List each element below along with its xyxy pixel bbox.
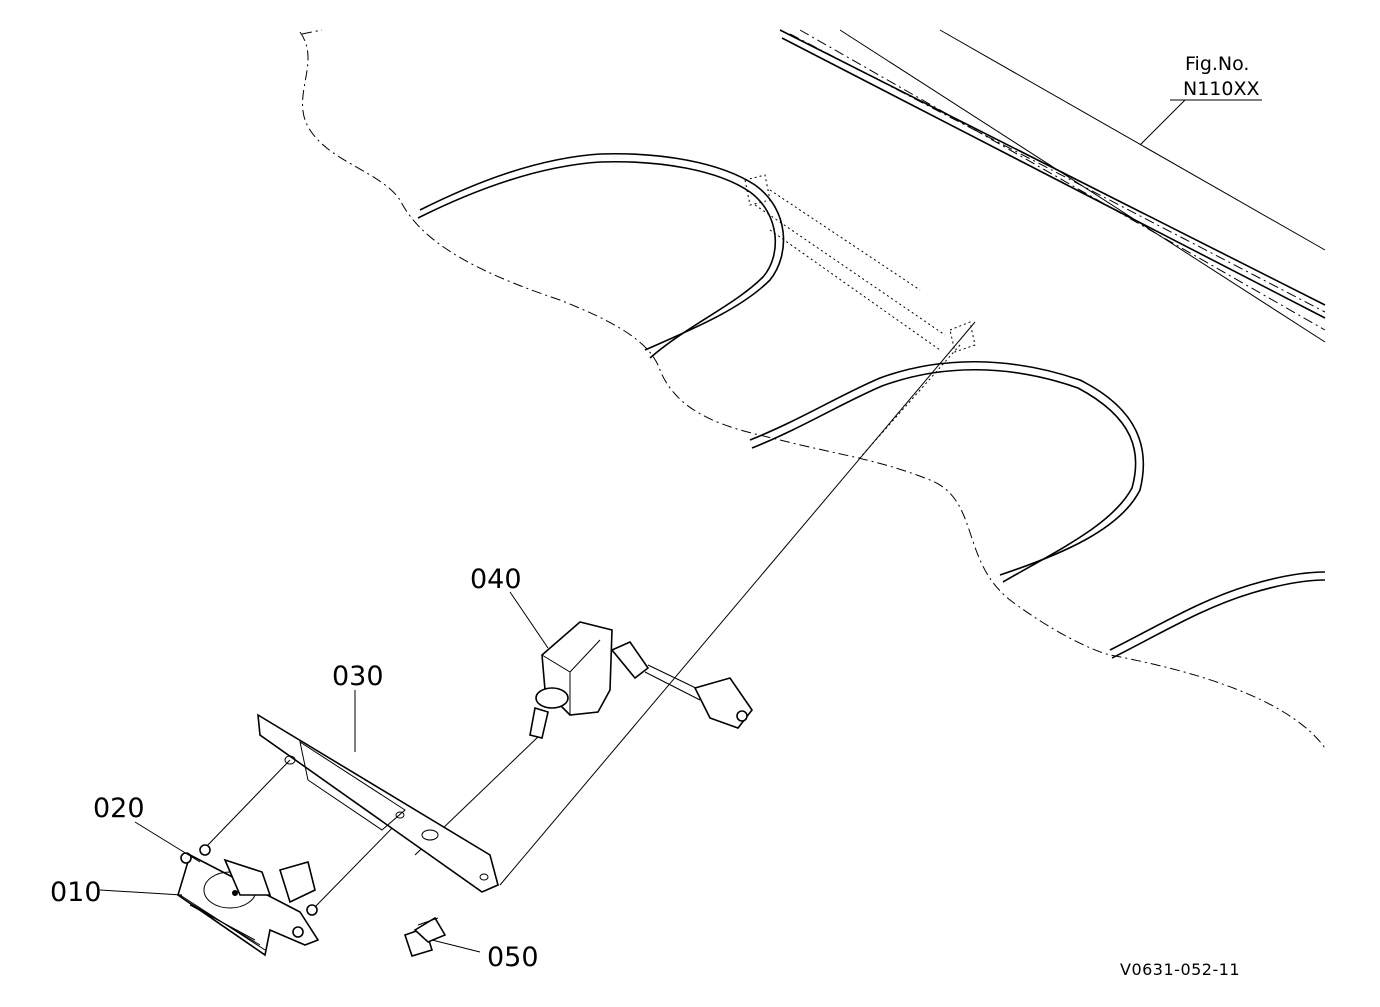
housing-outline	[299, 29, 1326, 749]
callout-010: 010	[50, 877, 102, 908]
callout-020: 020	[93, 793, 145, 824]
harness-loops	[417, 152, 1326, 659]
callout-050: 050	[487, 942, 539, 973]
callout-030: 030	[332, 661, 384, 692]
panel-plate-030	[257, 713, 499, 893]
socket-010	[177, 844, 320, 957]
callout-leaders	[99, 99, 1262, 953]
hidden-lines	[744, 174, 976, 461]
assembly-lines	[204, 321, 976, 911]
fig-ref-label: Fig.No.	[1185, 53, 1249, 75]
fig-ref-number: N110XX	[1183, 78, 1260, 100]
callout-040: 040	[470, 564, 522, 595]
screw-050	[403, 916, 447, 957]
drawing-number: V0631-052-11	[1120, 960, 1240, 979]
toggle-switch-040	[529, 621, 753, 739]
